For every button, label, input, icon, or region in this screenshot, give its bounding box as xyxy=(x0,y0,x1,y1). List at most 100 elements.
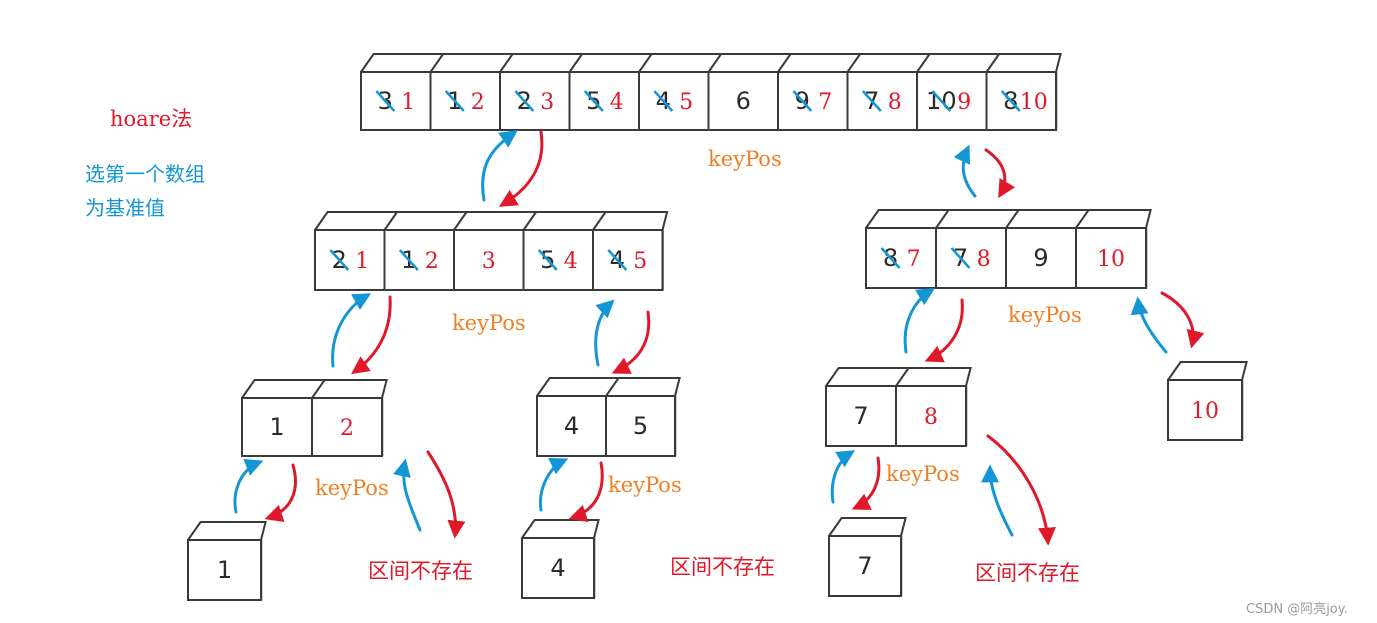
old-value: 7 xyxy=(857,552,872,580)
array-left-mid: 211235445 xyxy=(314,211,669,291)
old-value: 4 xyxy=(564,412,579,440)
red-arrow xyxy=(426,450,466,539)
box-front xyxy=(1167,379,1243,441)
strike-mark xyxy=(537,249,558,271)
strike-mark xyxy=(583,90,604,112)
blue-arrow xyxy=(1130,296,1168,354)
box-top-face xyxy=(521,519,600,539)
new-value: 7 xyxy=(907,247,921,272)
cell-divider xyxy=(916,53,931,73)
strike-mark xyxy=(931,90,952,112)
cell-divider xyxy=(522,211,537,231)
old-value: 9 xyxy=(1033,244,1048,272)
strike-mark xyxy=(329,249,350,271)
strike-mark xyxy=(514,90,535,112)
old-value: 1 xyxy=(269,413,284,441)
red-arrow xyxy=(351,295,392,375)
array-single-4: 4 xyxy=(521,519,600,599)
blue-arrow xyxy=(538,458,569,512)
new-value: 4 xyxy=(610,90,624,115)
new-value: 10 xyxy=(1097,247,1125,272)
cell-divider xyxy=(707,53,722,73)
new-value: 10 xyxy=(1020,90,1048,115)
array-single-10: 10 xyxy=(1167,361,1248,441)
box-front xyxy=(521,537,595,599)
cell-divider xyxy=(453,211,468,231)
cell-divider xyxy=(311,379,326,399)
new-value: 2 xyxy=(471,90,485,115)
new-value: 2 xyxy=(425,249,439,274)
watermark: CSDN @阿亮joy. xyxy=(1246,602,1348,617)
keypos-label: keyPos xyxy=(886,462,960,486)
box-top-face xyxy=(314,211,669,231)
red-arrow xyxy=(986,434,1056,546)
box-front xyxy=(187,539,262,601)
red-arrow xyxy=(1160,291,1205,349)
box-top-face xyxy=(825,367,972,387)
blue-arrow xyxy=(233,459,264,514)
new-value: 10 xyxy=(1191,399,1219,424)
box-top-face xyxy=(828,517,907,537)
blue-arrow xyxy=(393,458,422,532)
strike-mark xyxy=(880,247,901,269)
pivot-note-line-1: 选第一个数组 xyxy=(85,162,205,186)
empty-interval-label: 区间不存在 xyxy=(975,561,1080,585)
strike-mark xyxy=(653,90,674,112)
new-value: 8 xyxy=(924,405,938,430)
cell-divider xyxy=(383,211,398,231)
blue-arrow xyxy=(331,293,372,368)
cell-divider xyxy=(935,209,950,229)
cell-divider xyxy=(777,53,792,73)
keypos-label: keyPos xyxy=(315,476,389,500)
blue-arrow xyxy=(953,144,977,198)
cell-divider xyxy=(846,53,861,73)
old-value: 7 xyxy=(853,402,868,430)
box-top-face xyxy=(241,379,388,399)
array-right-mid: 8778910 xyxy=(865,209,1152,289)
cell-divider xyxy=(592,211,607,231)
new-value: 8 xyxy=(977,247,991,272)
strike-mark xyxy=(398,249,419,271)
cell-divider xyxy=(638,53,653,73)
array-single-1: 1 xyxy=(187,521,267,601)
new-value: 8 xyxy=(888,90,902,115)
box-top-face xyxy=(360,53,1062,73)
new-value: 9 xyxy=(957,90,971,115)
cell-divider xyxy=(429,53,444,73)
keypos-label: keyPos xyxy=(452,311,526,335)
box-top-face xyxy=(1167,361,1248,381)
red-arrow xyxy=(264,463,297,522)
new-value: 5 xyxy=(679,90,693,115)
new-value: 2 xyxy=(340,416,354,441)
cell-divider xyxy=(1075,209,1090,229)
cell-divider xyxy=(605,377,620,397)
new-value: 3 xyxy=(482,249,496,274)
strike-mark xyxy=(950,247,971,269)
array-top: 311223544569778109810 xyxy=(360,53,1062,131)
new-value: 3 xyxy=(540,90,554,115)
box-front xyxy=(314,229,664,291)
old-value: 6 xyxy=(736,87,751,115)
blue-arrow xyxy=(981,464,1014,537)
red-arrow xyxy=(984,148,1016,199)
red-arrow xyxy=(924,298,964,363)
new-value: 1 xyxy=(401,90,415,115)
red-arrow xyxy=(851,456,881,511)
method-title: hoare法 xyxy=(110,107,193,131)
empty-interval-label: 区间不存在 xyxy=(670,555,775,579)
box-front xyxy=(828,535,902,597)
strike-mark xyxy=(861,90,882,112)
keypos-label: keyPos xyxy=(1008,303,1082,327)
strike-mark xyxy=(607,249,628,271)
old-value: 1 xyxy=(217,556,232,584)
old-value: 5 xyxy=(633,412,648,440)
array-single-7: 7 xyxy=(828,517,907,597)
red-arrow xyxy=(611,310,651,374)
strike-mark xyxy=(444,90,465,112)
new-value: 7 xyxy=(818,90,832,115)
keypos-label: keyPos xyxy=(608,473,682,497)
